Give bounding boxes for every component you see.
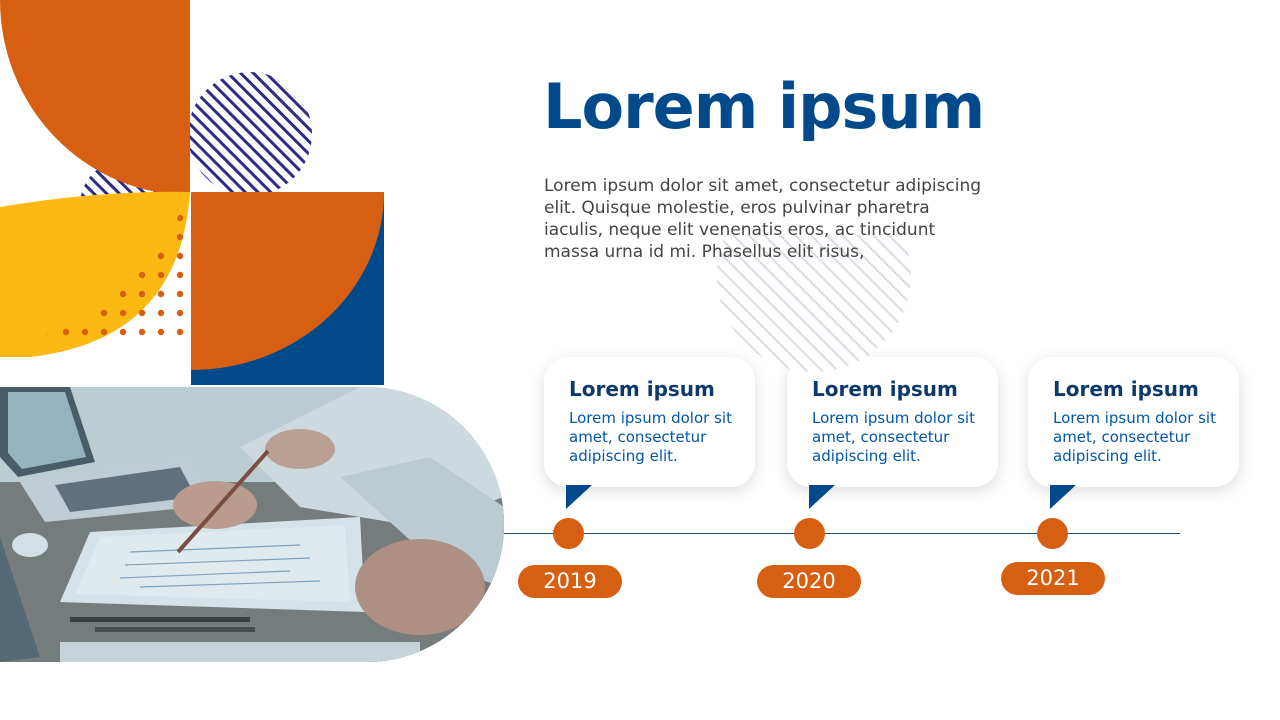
office-photo	[0, 387, 504, 662]
card-text: Lorem ipsum dolor sit amet, consectetur …	[1053, 409, 1216, 465]
year-badge-2021: 2021	[1001, 562, 1105, 595]
card-pointer	[566, 485, 592, 509]
card-title: Lorem ipsum	[812, 377, 958, 401]
intro-paragraph: Lorem ipsum dolor sit amet, consectetur …	[544, 176, 982, 262]
card-title: Lorem ipsum	[569, 377, 715, 401]
card-pointer	[809, 485, 835, 509]
page-title: Lorem ipsum	[543, 70, 985, 143]
striped-circle-shape	[188, 72, 312, 196]
yellow-leaf-shape	[0, 191, 190, 357]
timeline-dot	[794, 518, 825, 549]
timeline-dot	[1037, 518, 1068, 549]
card-title: Lorem ipsum	[1053, 377, 1199, 401]
card-text: Lorem ipsum dolor sit amet, consectetur …	[812, 409, 975, 465]
year-badge-2019: 2019	[518, 565, 622, 598]
timeline-card-2020: Lorem ipsum Lorem ipsum dolor sit amet, …	[787, 357, 998, 509]
card-pointer	[1050, 485, 1076, 509]
timeline-dot	[553, 518, 584, 549]
year-badge-2020: 2020	[757, 565, 861, 598]
photo-illustration	[0, 387, 504, 662]
timeline-line	[504, 533, 1180, 534]
card-text: Lorem ipsum dolor sit amet, consectetur …	[569, 409, 732, 465]
timeline-card-2021: Lorem ipsum Lorem ipsum dolor sit amet, …	[1028, 357, 1239, 509]
decorative-geometric-shapes	[0, 0, 384, 385]
orange-quarter-shape-2	[191, 192, 384, 370]
timeline-card-2019: Lorem ipsum Lorem ipsum dolor sit amet, …	[544, 357, 755, 509]
hatched-circle-decoration	[717, 235, 911, 372]
orange-quarter-shape	[0, 0, 190, 195]
